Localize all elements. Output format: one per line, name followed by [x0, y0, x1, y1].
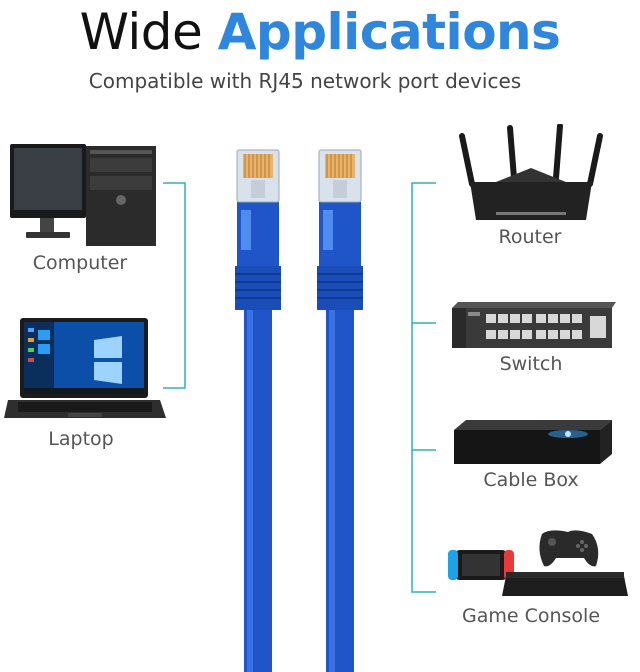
cable-box-icon	[454, 420, 612, 464]
label-computer: Computer	[32, 252, 128, 274]
label-game-console: Game Console	[461, 605, 601, 627]
title-plain: Wide	[79, 3, 203, 61]
page-subtitle: Compatible with RJ45 network port device…	[88, 69, 522, 93]
label-router: Router	[498, 226, 562, 248]
right-connector-bracket	[411, 182, 436, 593]
cable-right	[317, 149, 363, 672]
router-icon	[459, 124, 603, 220]
label-laptop: Laptop	[48, 428, 114, 450]
cable-left	[235, 149, 281, 672]
network-switch-icon	[452, 302, 616, 348]
title-accent: Applications	[217, 3, 561, 61]
label-cable-box: Cable Box	[483, 469, 579, 491]
game-console-icon	[448, 530, 628, 596]
laptop-icon	[4, 318, 166, 418]
label-switch: Switch	[499, 353, 563, 375]
left-connector-bracket	[163, 182, 186, 389]
page-title: Wide Applications	[0, 2, 640, 62]
ethernet-cable-image	[235, 149, 363, 672]
desktop-computer-icon	[10, 144, 156, 246]
